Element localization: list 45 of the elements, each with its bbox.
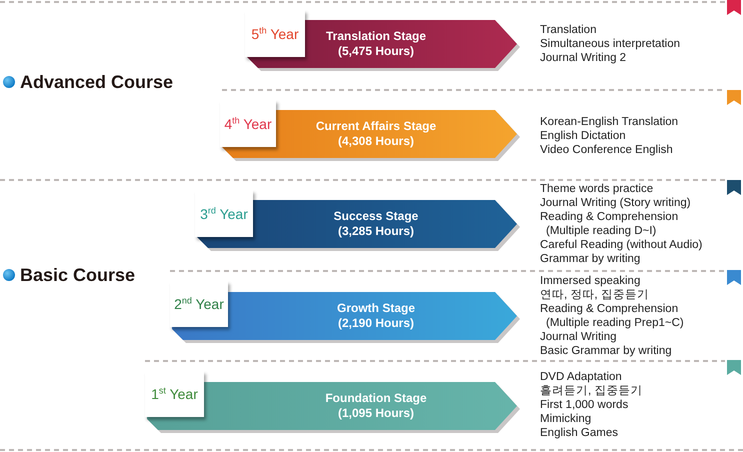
year-label: 4$^{th}$ Year xyxy=(224,116,272,132)
chevron-banner xyxy=(172,292,520,343)
activity-text: Journal Writing 2 xyxy=(540,51,628,65)
activity-text: Korean-English Translation xyxy=(540,115,680,129)
activity-text: Mimicking xyxy=(540,412,592,426)
activity-text: Grammar by writing xyxy=(540,252,642,266)
activity-text: DVD Adaptation xyxy=(540,370,623,384)
activity-text: English Dictation xyxy=(540,129,627,143)
stage-hours: (5,475 Hours) xyxy=(338,44,414,59)
year-label: 3$^{rd}$ Year xyxy=(200,206,248,222)
stage-hours: (3,285 Hours) xyxy=(338,224,414,239)
activity-text: Reading & Comprehension (Multiple reading Prep1~C) xyxy=(540,302,685,330)
stage-title: Growth Stage xyxy=(336,301,415,316)
activity-text: Theme words practice xyxy=(540,182,654,196)
stage-title: Translation Stage xyxy=(326,29,426,44)
activity-text: 흘려듣기, 집중듣기 xyxy=(540,384,644,398)
year-card xyxy=(245,10,305,57)
year-card xyxy=(195,190,253,237)
year-card xyxy=(170,281,228,327)
stage-title: Success Stage xyxy=(334,209,418,224)
activity-text: Simultaneous interpretation xyxy=(540,37,681,51)
course-heading: Advanced Course xyxy=(20,71,174,93)
year-label: 1$^{st}$ Year xyxy=(151,386,198,402)
stage-hours: (1,095 Hours) xyxy=(338,406,414,421)
stage-hours: (2,190 Hours) xyxy=(338,316,414,331)
activity-text: 연따, 정따, 집중듣기 xyxy=(540,288,650,302)
activity-text: Immersed speaking xyxy=(540,274,642,288)
activity-text: Basic Grammar by writing xyxy=(540,344,673,358)
activity-text: English Games xyxy=(540,426,619,440)
year-label: 2$^{nd}$ Year xyxy=(174,296,224,312)
year-card xyxy=(145,371,204,417)
year-label: 5$^{th}$ Year xyxy=(251,26,299,42)
activity-text: Translation xyxy=(540,23,598,37)
activity-text: Journal Writing xyxy=(540,330,618,344)
activity-text: First 1,000 words xyxy=(540,398,630,412)
stage-title: Foundation Stage xyxy=(325,391,427,406)
course-heading: Basic Course xyxy=(20,264,136,286)
stage-title: Current Affairs Stage xyxy=(316,119,436,134)
stage-hours: (4,308 Hours) xyxy=(338,134,414,149)
activity-text: Careful Reading (without Audio) xyxy=(540,238,704,252)
activity-text: Reading & Comprehension (Multiple reading D~I) xyxy=(540,210,680,238)
year-card xyxy=(220,100,276,147)
activity-text: Journal Writing (Story writing) xyxy=(540,196,692,210)
activity-text: Video Conference English xyxy=(540,143,674,157)
chevron-banner xyxy=(147,382,520,433)
